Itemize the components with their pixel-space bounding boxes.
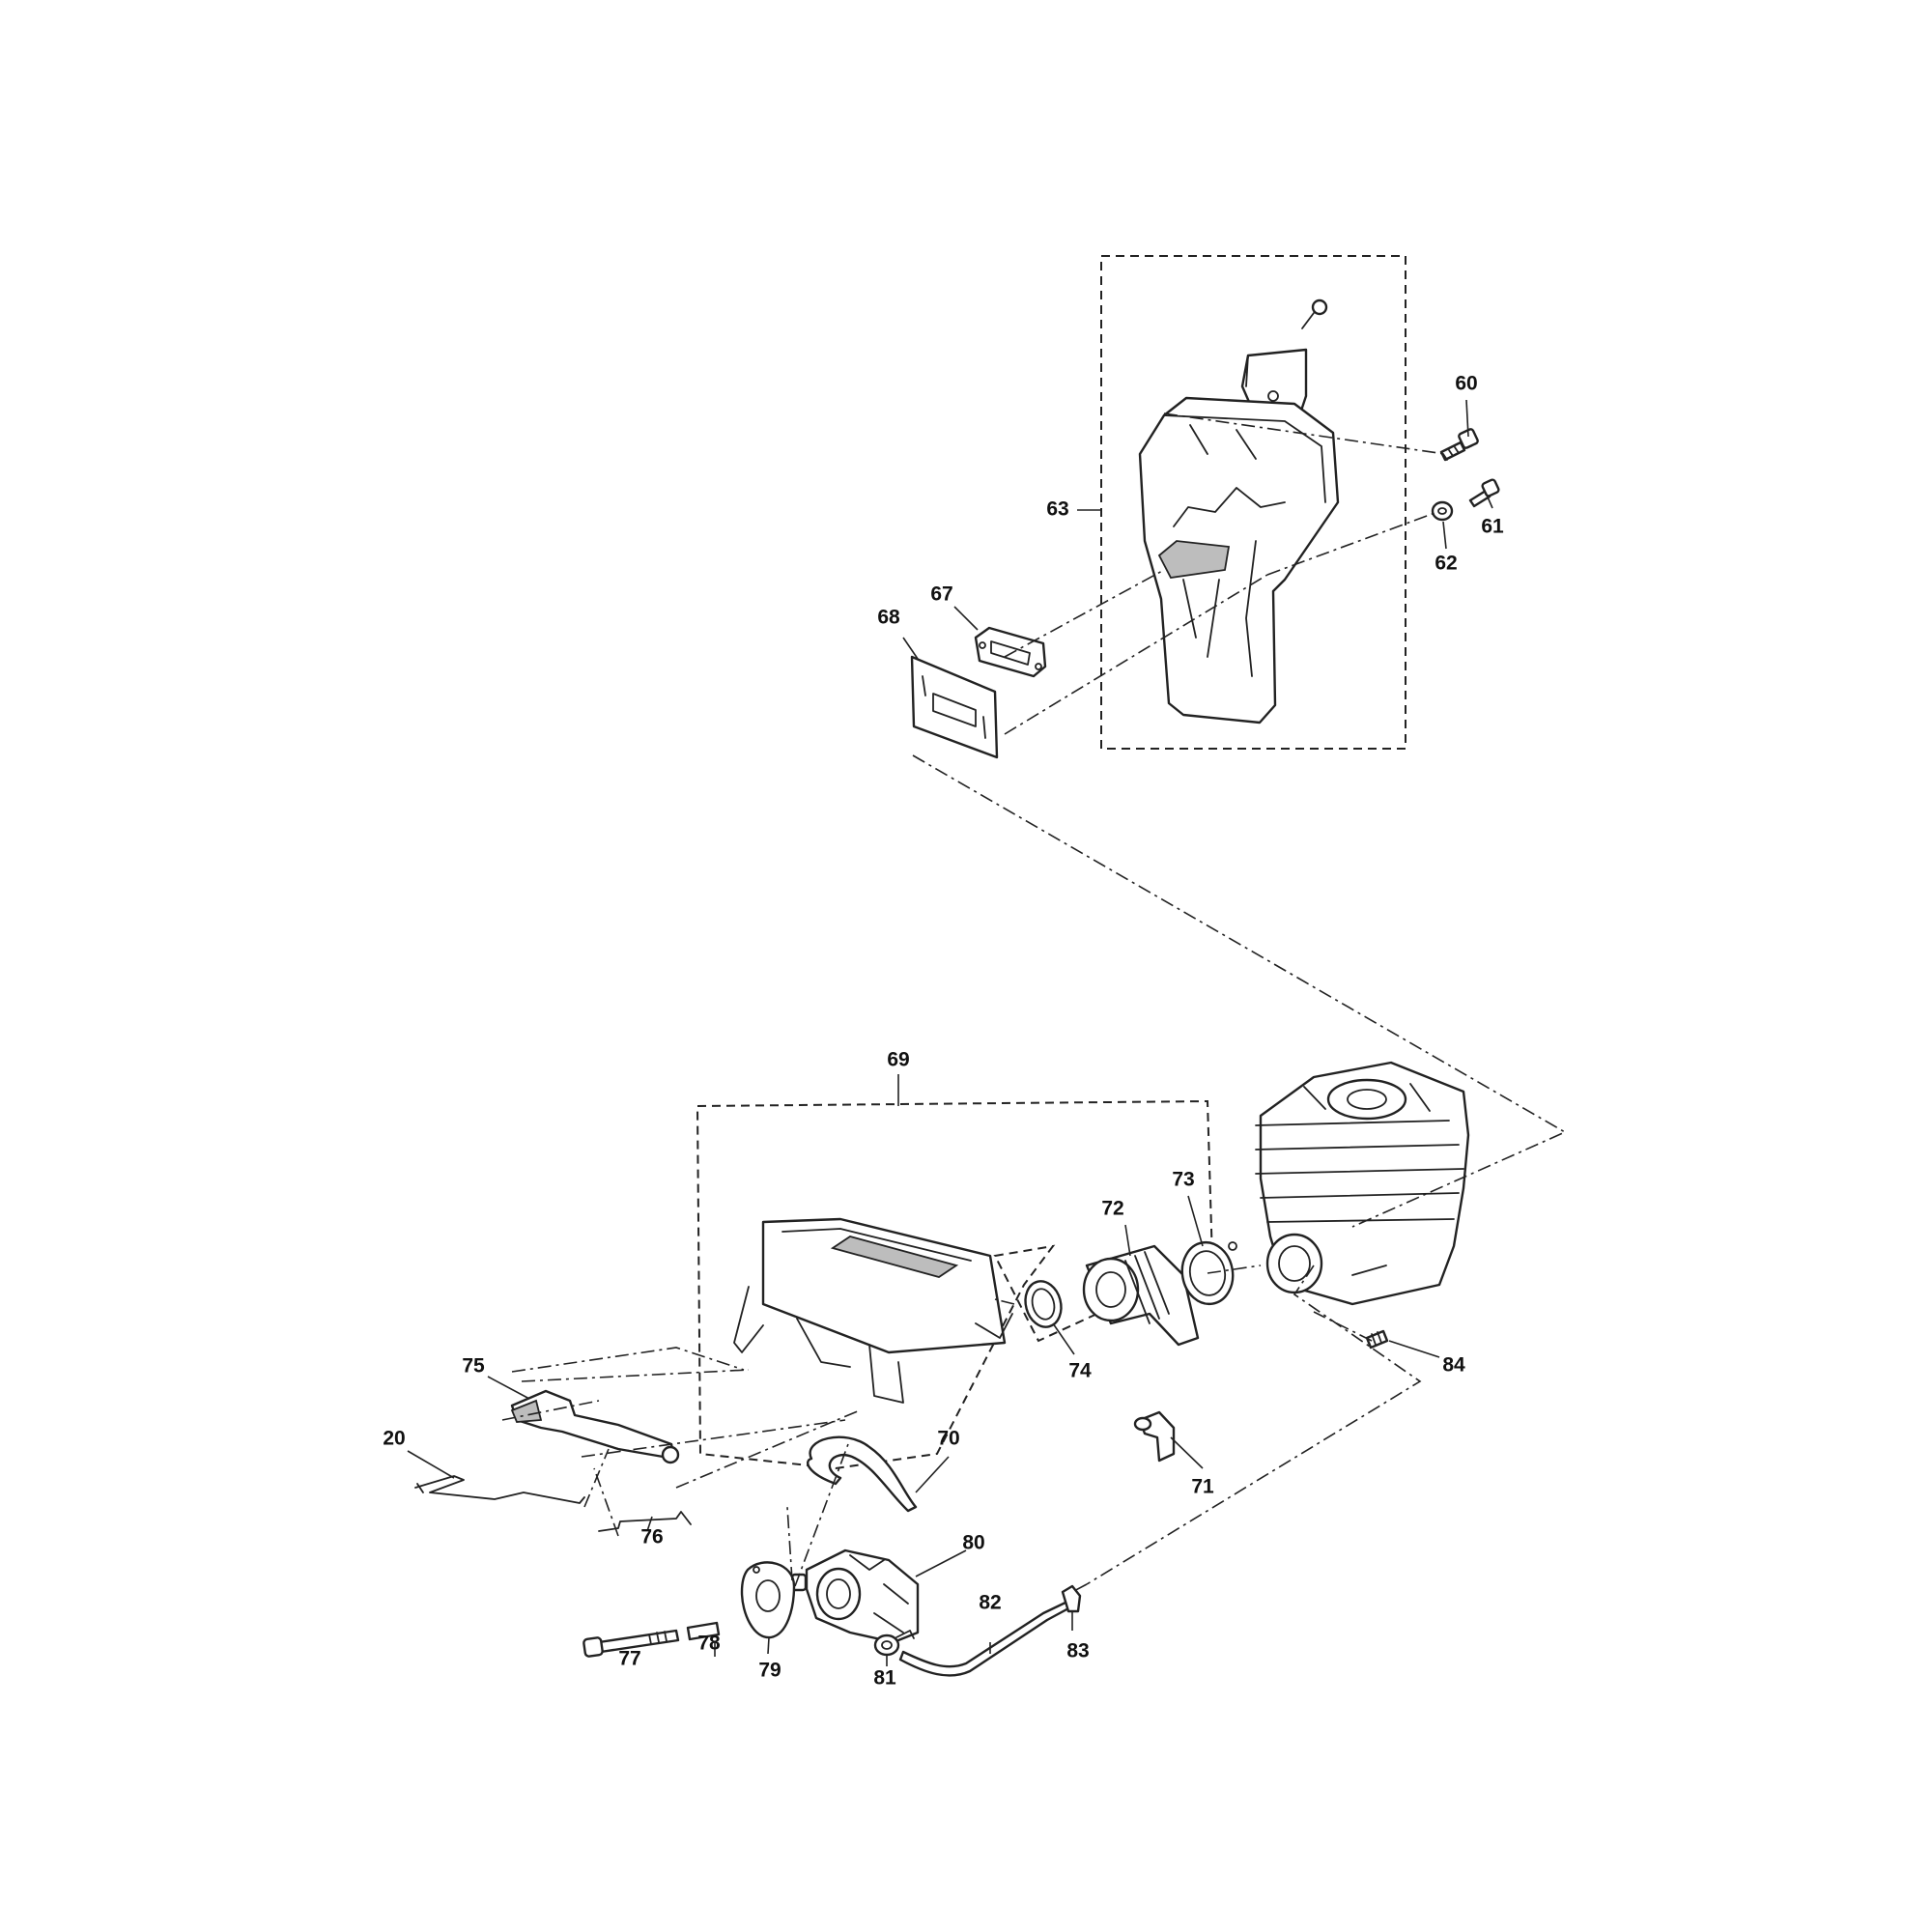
callout-76: 76 [640, 1526, 663, 1548]
throttle-rod-part[interactable] [414, 1475, 585, 1504]
callout-78: 78 [697, 1633, 721, 1655]
valve-84-part[interactable] [1365, 1329, 1389, 1350]
hose-fitting-83-part[interactable] [1061, 1584, 1082, 1613]
callout-70: 70 [937, 1428, 959, 1450]
spacer-78-part[interactable] [686, 1621, 721, 1641]
callout-84: 84 [1442, 1354, 1465, 1377]
callout-62: 62 [1435, 553, 1457, 575]
air-filter-holder-part[interactable] [733, 1217, 1013, 1404]
leader-lines [407, 399, 1493, 1666]
muffler-group-box [1100, 255, 1406, 750]
o-ring-74-part[interactable] [1020, 1277, 1065, 1331]
callout-75: 75 [462, 1355, 485, 1378]
callout-80: 80 [962, 1532, 984, 1554]
callout-labels: 60 61 62 63 67 68 69 70 71 72 73 74 75 2… [383, 373, 1504, 1690]
callout-63: 63 [1046, 498, 1068, 521]
clip-70-part[interactable] [807, 1435, 918, 1513]
callout-81: 81 [873, 1667, 896, 1690]
callout-68: 68 [877, 607, 900, 629]
callout-69: 69 [887, 1049, 909, 1071]
callout-67: 67 [930, 583, 952, 606]
callout-72: 72 [1101, 1198, 1123, 1220]
carburetor-part[interactable] [790, 1548, 920, 1644]
assembly-lines [501, 412, 1567, 1593]
callout-82: 82 [979, 1592, 1001, 1614]
washer-62-part[interactable] [1431, 500, 1454, 522]
muffler-part[interactable] [1138, 396, 1340, 724]
callout-60: 60 [1455, 373, 1477, 395]
bolt-60-part[interactable] [1439, 428, 1479, 462]
callout-77: 77 [618, 1648, 640, 1670]
intake-manifold-part[interactable] [1082, 1244, 1200, 1347]
bolt-77-part[interactable] [582, 1629, 680, 1658]
cooling-plate-part[interactable] [910, 655, 999, 759]
callout-83: 83 [1066, 1640, 1089, 1662]
elbow-fitting-part[interactable] [1133, 1410, 1176, 1463]
callout-20: 20 [383, 1428, 405, 1450]
air-filter-group-box [696, 1099, 1214, 1470]
callout-79: 79 [758, 1660, 781, 1682]
callout-71: 71 [1191, 1476, 1214, 1498]
throttle-lever-part[interactable] [510, 1389, 680, 1464]
bolt-61-part[interactable] [1468, 478, 1500, 508]
callout-74: 74 [1068, 1360, 1092, 1382]
carb-gasket-part[interactable] [740, 1561, 796, 1639]
muffler-gasket-part[interactable] [974, 626, 1047, 678]
callout-73: 73 [1172, 1169, 1194, 1191]
callout-61: 61 [1481, 516, 1504, 538]
cylinder-part[interactable] [1255, 1061, 1470, 1306]
